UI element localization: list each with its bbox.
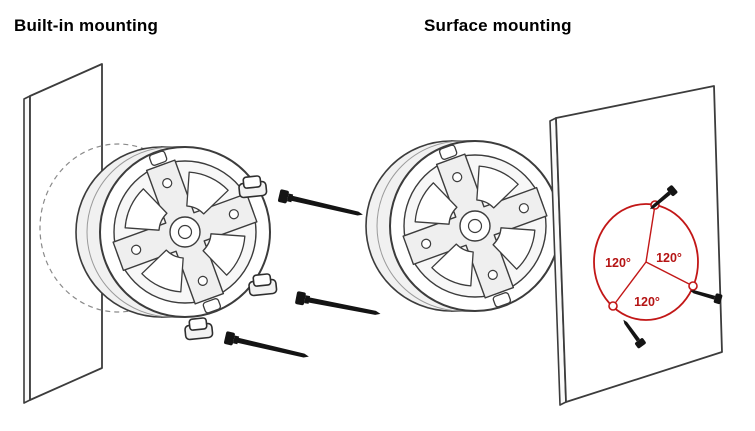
built-in-mounting-title: Built-in mounting bbox=[14, 16, 159, 35]
built-in-device bbox=[75, 127, 282, 337]
panel-face bbox=[29, 63, 103, 401]
panel-face bbox=[555, 85, 723, 403]
drill-pattern-circle bbox=[593, 203, 699, 321]
long-screw-3 bbox=[223, 330, 311, 364]
surface-panel bbox=[549, 85, 723, 406]
mounting-clip-3 bbox=[183, 316, 214, 341]
surface-device bbox=[365, 121, 572, 331]
built-in-panel bbox=[23, 63, 197, 404]
drill-hole-bottom-left bbox=[608, 301, 618, 311]
angle-label-left: 120° bbox=[605, 256, 631, 270]
built-in-mounting-diagram bbox=[23, 63, 382, 404]
long-screw-2 bbox=[294, 291, 382, 321]
surface-mounting-title: Surface mounting bbox=[424, 16, 572, 35]
angle-label-right: 120° bbox=[656, 251, 682, 265]
radius-line-bottom-left bbox=[612, 261, 647, 307]
long-screw-1 bbox=[277, 188, 365, 222]
surface-mounting-diagram: 120° 120° 120° bbox=[365, 85, 723, 406]
drill-pattern: 120° 120° 120° bbox=[593, 200, 699, 321]
radius-line-top bbox=[645, 204, 656, 263]
drill-hole-right bbox=[688, 281, 698, 291]
angle-label-bottom: 120° bbox=[634, 295, 660, 309]
radius-line-right bbox=[645, 261, 694, 287]
